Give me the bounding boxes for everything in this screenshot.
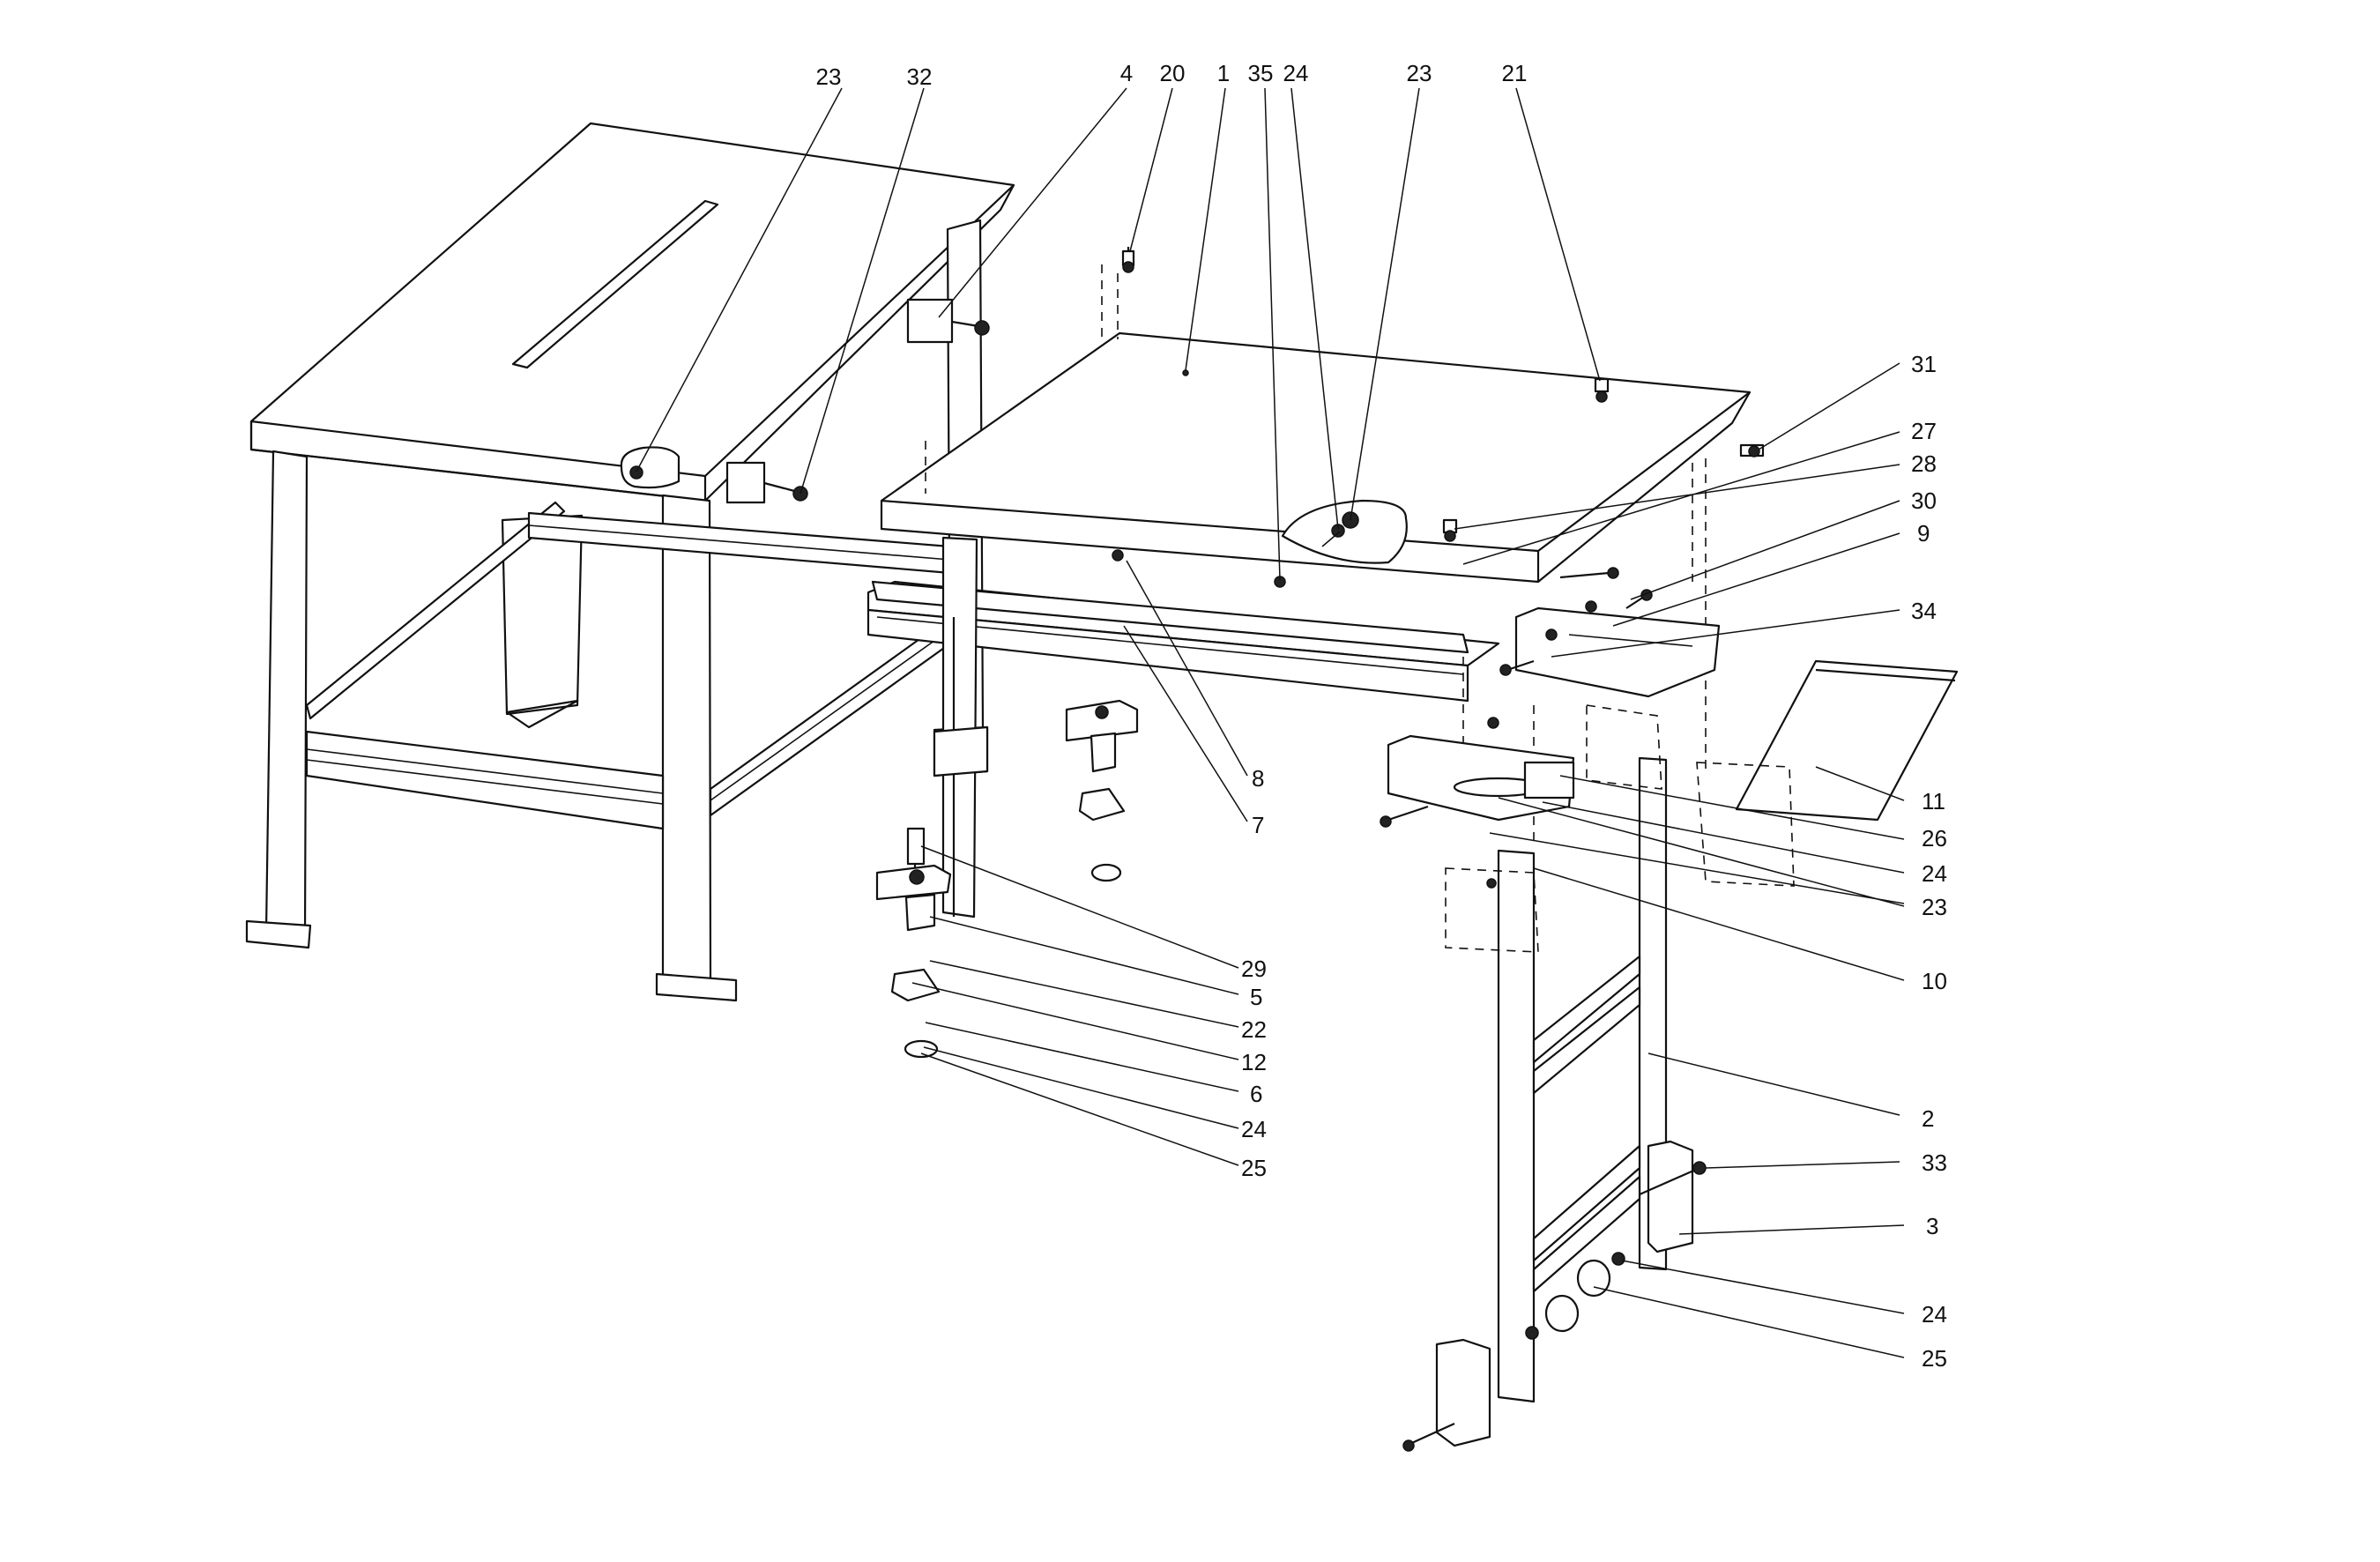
assembled-table <box>245 122 1015 1002</box>
callout-9: 9 <box>1917 520 1930 547</box>
extension-table <box>866 247 1752 919</box>
callout-1: 1 <box>1217 60 1230 86</box>
rear-bracket <box>906 298 954 344</box>
support-leg-front <box>1497 849 1536 1403</box>
callout-23-right: 23 <box>1922 894 1947 920</box>
callout-7: 7 <box>1252 812 1264 838</box>
left-front-leg <box>264 450 309 936</box>
hardware <box>1112 377 1765 889</box>
mounting-brackets <box>875 699 1139 1059</box>
callout-31: 31 <box>1911 351 1937 377</box>
callout-26: 26 <box>1922 825 1947 852</box>
callout-6: 6 <box>1250 1081 1262 1107</box>
callout-5: 5 <box>1250 984 1262 1010</box>
callout-24-top: 24 <box>1283 60 1309 86</box>
callout-labels: 23 32 4 20 1 35 24 23 21 31 27 28 30 9 3… <box>816 60 1947 1372</box>
callout-35: 35 <box>1248 60 1274 86</box>
callout-30: 30 <box>1911 487 1937 514</box>
callout-33: 33 <box>1922 1149 1947 1176</box>
callout-29: 29 <box>1241 956 1267 982</box>
callout-32: 32 <box>907 63 933 90</box>
callout-23-top-left: 23 <box>816 63 842 90</box>
side-stretcher <box>305 730 665 830</box>
assembled-table-top <box>249 122 1015 502</box>
center-front-leg <box>661 494 712 989</box>
support-plate <box>1735 659 1959 822</box>
clamp-block-upper <box>1514 606 1721 698</box>
callout-8: 8 <box>1252 765 1264 792</box>
callout-12: 12 <box>1241 1049 1267 1075</box>
front-stretcher <box>709 615 952 817</box>
side-support <box>1380 606 1959 1452</box>
callout-2: 2 <box>1922 1105 1934 1132</box>
callout-23-top: 23 <box>1407 60 1432 86</box>
clamp-block-lower <box>1387 734 1575 822</box>
extension-table-top <box>880 331 1752 584</box>
callout-11: 11 <box>1922 788 1945 814</box>
callout-25-bottom: 25 <box>1922 1345 1947 1372</box>
callout-4: 4 <box>1120 60 1133 86</box>
callout-20: 20 <box>1160 60 1186 86</box>
callout-34: 34 <box>1911 598 1937 624</box>
foot-left <box>1435 1338 1491 1447</box>
diagonal-brace <box>305 501 566 720</box>
callout-3: 3 <box>1926 1213 1938 1239</box>
blade-slot <box>511 199 719 369</box>
callout-24-bottom: 24 <box>1922 1301 1947 1328</box>
callout-27: 27 <box>1911 418 1937 444</box>
leader-lines <box>636 87 1905 1358</box>
callout-10: 10 <box>1922 968 1947 994</box>
callout-22: 22 <box>1241 1016 1267 1043</box>
callout-24-right: 24 <box>1922 860 1947 887</box>
callout-21: 21 <box>1502 60 1528 86</box>
foot-right <box>1647 1140 1694 1253</box>
fence-rail <box>871 580 1469 654</box>
callout-25-left: 25 <box>1241 1155 1267 1181</box>
table-locking-knob <box>620 446 681 489</box>
callout-28: 28 <box>1911 450 1937 477</box>
callout-24-left: 24 <box>1241 1116 1267 1142</box>
